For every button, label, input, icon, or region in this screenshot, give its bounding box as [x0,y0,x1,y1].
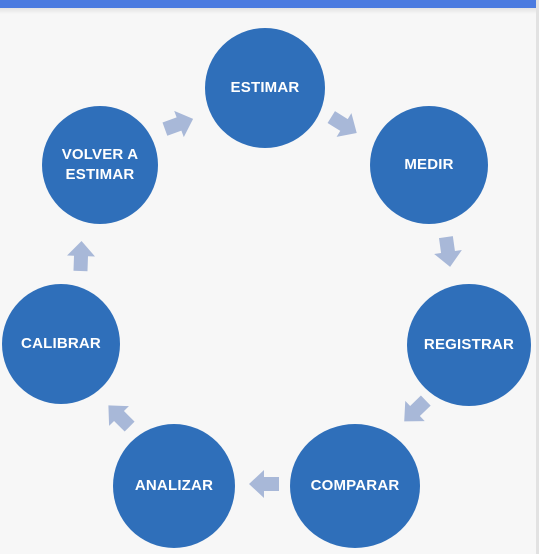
top-shadow [0,8,539,14]
node-label-estimar: ESTIMAR [230,79,300,96]
node-estimar: ESTIMAR [205,28,325,148]
right-edge-divider [536,0,539,554]
block-arrow-icon [397,395,433,427]
node-registrar: REGISTRAR [407,284,531,406]
node-label-volver-a-estimar: VOLVER A ESTIMAR [61,146,139,183]
block-arrow-icon [326,109,362,141]
block-arrow-icon [63,240,99,272]
node-label-analizar: ANALIZAR [134,477,214,494]
node-comparar: COMPARAR [290,424,420,548]
block-arrow-icon [101,400,137,432]
node-volver-a-estimar: VOLVER A ESTIMAR [42,106,158,224]
node-label-registrar: REGISTRAR [423,336,515,353]
top-accent-bar [0,0,539,8]
node-analizar: ANALIZAR [113,424,235,548]
node-label-comparar: COMPARAR [310,477,400,494]
block-arrow-icon [430,236,466,268]
node-label-calibrar: CALIBRAR [21,335,101,352]
block-arrow-icon [246,468,282,500]
node-calibrar: CALIBRAR [2,284,120,404]
block-arrow-icon [161,108,197,140]
node-label-medir: MEDIR [404,156,454,173]
node-medir: MEDIR [370,106,488,224]
